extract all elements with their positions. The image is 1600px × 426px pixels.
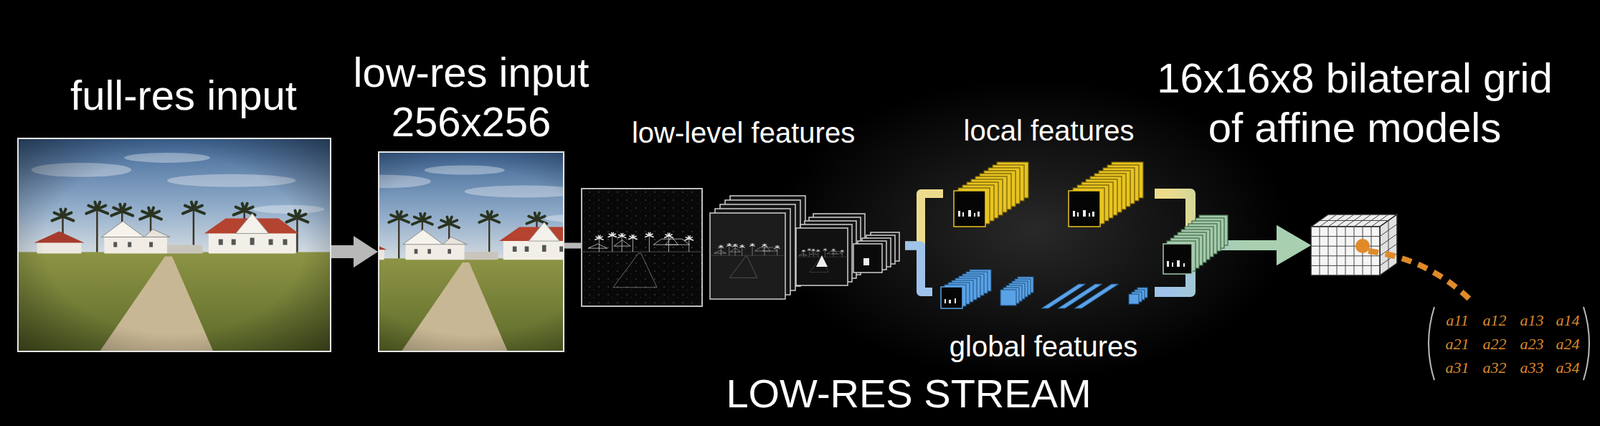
bilateral-grid-cube xyxy=(1310,214,1398,276)
matrix-entry: a33 xyxy=(1520,358,1545,378)
matrix-entry: a21 xyxy=(1445,334,1470,354)
feature-stack: local features xyxy=(943,156,1155,231)
image-box: full-res input xyxy=(17,137,332,353)
heading-text: local features xyxy=(920,113,1179,148)
matrix-entry: a31 xyxy=(1445,358,1470,378)
feature-maps xyxy=(581,188,900,307)
matrix-bracket xyxy=(1428,306,1590,381)
matrix-entry: a11 xyxy=(1445,311,1469,330)
matrix-entry: a24 xyxy=(1556,334,1580,354)
feature-stack: global features xyxy=(932,268,1155,315)
feature-stack: low-level features xyxy=(581,182,906,309)
matrix-entry: a22 xyxy=(1483,334,1507,354)
fused-feature-maps xyxy=(1163,215,1228,274)
photo xyxy=(17,137,619,353)
affine-callout xyxy=(1355,238,1471,300)
connector xyxy=(905,245,933,293)
heading-text: low-res input 256x256 xyxy=(327,47,615,148)
grid-box: 16x16x8 bilateral grid of affine models xyxy=(1310,214,1399,277)
heading-text: full-res input xyxy=(4,70,363,121)
local-feature-maps xyxy=(953,162,1144,227)
connector xyxy=(564,243,582,249)
matrix-entry: a34 xyxy=(1556,358,1580,378)
matrix-entry: a13 xyxy=(1520,311,1545,330)
heading-text: global features xyxy=(914,329,1173,364)
matrix-entry: a14 xyxy=(1556,311,1580,330)
image-box: low-res input 256x256 xyxy=(377,151,565,353)
heading-text: low-level features xyxy=(593,115,895,150)
matrix-entry: a32 xyxy=(1483,358,1507,378)
matrix-entry: a12 xyxy=(1483,311,1507,330)
matrix-entry: a23 xyxy=(1520,334,1545,354)
global-feature-maps xyxy=(940,269,1148,309)
stream-label: LOW-RES STREAM xyxy=(725,370,1091,417)
connector xyxy=(331,245,354,259)
connector xyxy=(905,193,944,246)
heading-text: 16x16x8 bilateral grid of affine models xyxy=(1146,53,1563,153)
